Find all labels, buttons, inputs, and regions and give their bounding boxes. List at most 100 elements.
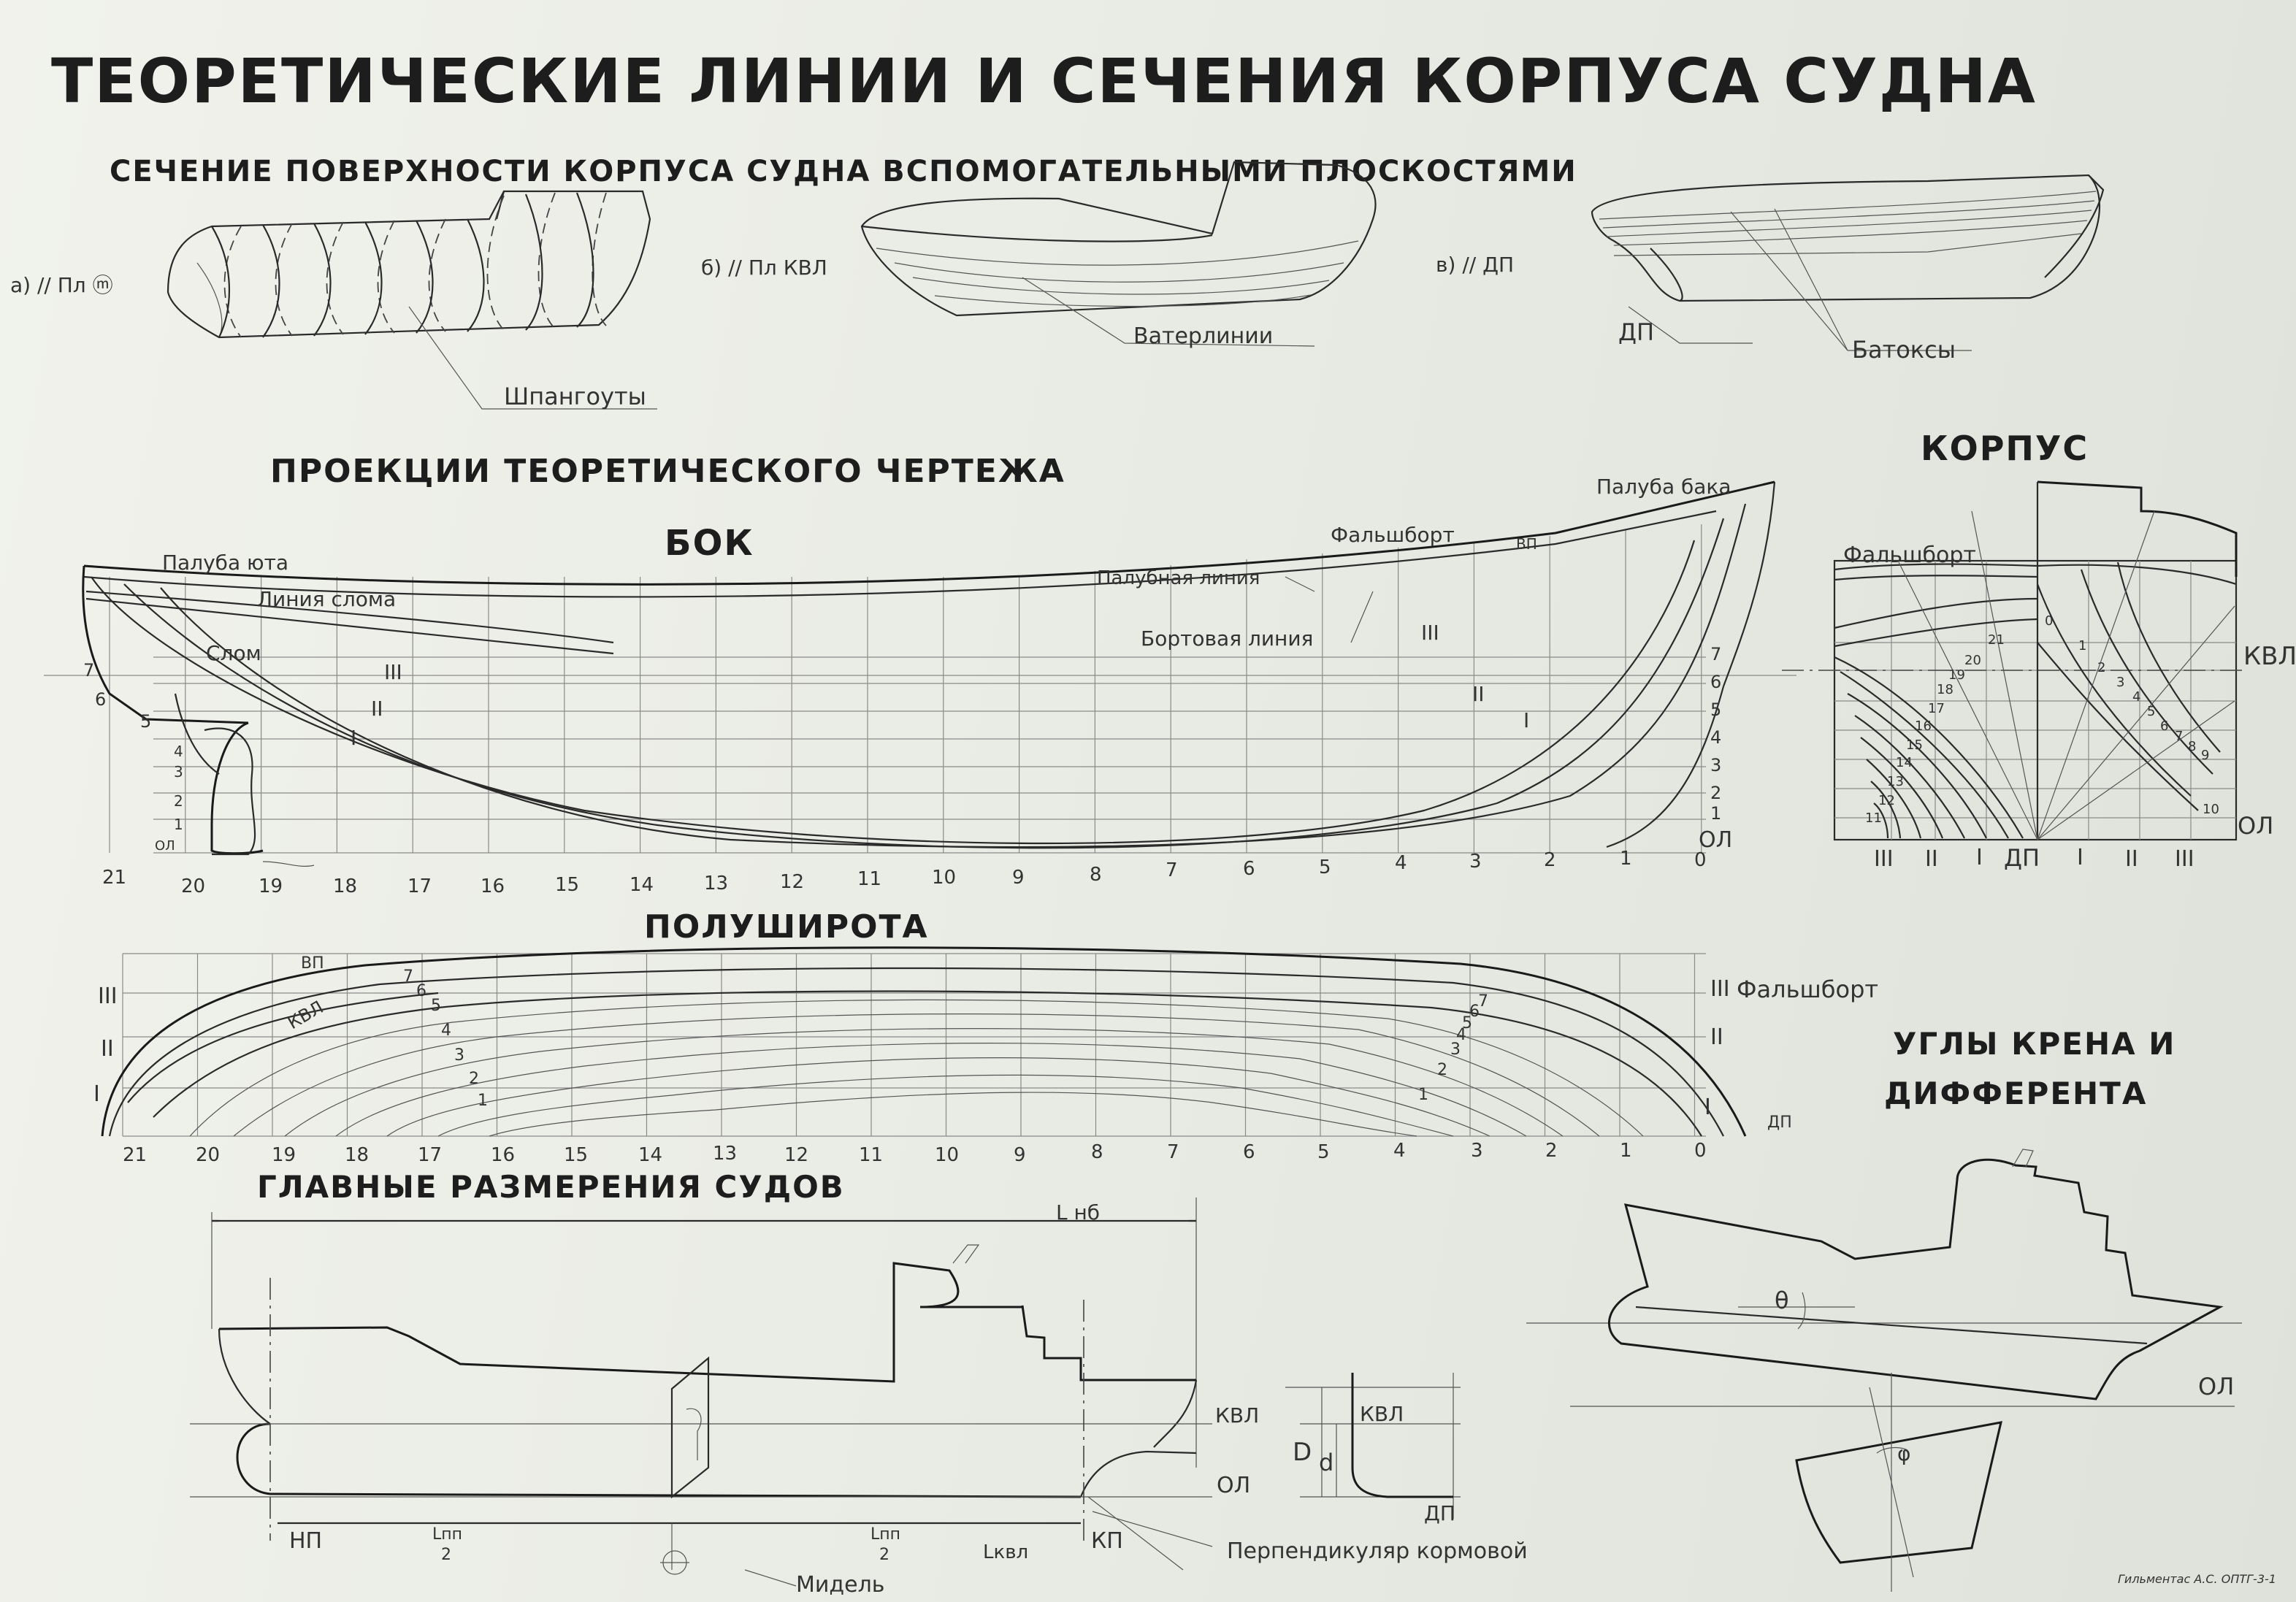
half-station-5: 5 <box>1317 1141 1330 1163</box>
kvl-label-half: КВЛ <box>284 997 327 1033</box>
half-wl-fwd-4: 4 <box>1456 1026 1466 1044</box>
half-b1-left: I <box>93 1081 100 1107</box>
side-station-1: 1 <box>1620 848 1632 870</box>
view-b-label: б) // Пл КВЛ <box>701 256 827 280</box>
side-station-6: 6 <box>1243 858 1255 880</box>
side-waterline-numbers-right: 7 6 5 4 3 2 1 <box>1710 644 1721 824</box>
side-station-18: 18 <box>333 875 357 897</box>
side-wl-left-7: 7 <box>83 660 94 681</box>
half-b2-left: II <box>101 1036 114 1062</box>
side-station-14: 14 <box>630 874 654 896</box>
side-waterline-numbers-left: 7 6 5 4 3 2 1 ОЛ <box>83 660 183 854</box>
side-station-13: 13 <box>704 873 728 894</box>
side-station-17: 17 <box>407 875 432 897</box>
half-b1-right: I <box>1704 1095 1711 1120</box>
half-station-3: 3 <box>1471 1140 1483 1162</box>
half-wl-aft-4: 4 <box>441 1022 451 1040</box>
side-station-5: 5 <box>1319 856 1331 878</box>
view-a-label: а) // Пл ⓜ <box>10 273 113 297</box>
l-kvl-label: Lквл <box>983 1541 1028 1563</box>
kvl-label-body: КВЛ <box>2243 642 2296 671</box>
half-station-10: 10 <box>935 1144 959 1166</box>
side-station-20: 20 <box>181 875 205 897</box>
body-bottom-II-right: II <box>2125 846 2138 872</box>
body-aft-20: 20 <box>1964 653 1981 668</box>
body-aft-18: 18 <box>1937 682 1953 697</box>
half-wl-fwd-3: 3 <box>1450 1040 1461 1059</box>
half-station-15: 15 <box>564 1144 588 1166</box>
l-pp-half-fwd: Lпп <box>870 1525 900 1544</box>
body-fwd-8: 8 <box>2188 739 2196 754</box>
side-wl-right-6: 6 <box>1710 672 1721 692</box>
dp-label: ДП <box>1618 318 1654 346</box>
aft-perpendicular-label: Перпендикуляр кормовой <box>1227 1538 1528 1564</box>
theta-label: θ <box>1775 1287 1789 1314</box>
side-wl-left-3: 3 <box>174 763 183 781</box>
waterlines-label: Ватерлинии <box>1133 323 1273 349</box>
half-wl-fwd-5: 5 <box>1462 1014 1472 1032</box>
side-station-15: 15 <box>555 874 579 896</box>
poop-deck-label: Палуба юта <box>162 551 288 575</box>
dp-label-detail: ДП <box>1424 1501 1455 1525</box>
side-wl-left-2: 2 <box>174 792 183 810</box>
body-bottom-III-right: III <box>2175 846 2194 872</box>
half-wl-aft-6: 6 <box>416 982 426 1000</box>
side-station-11: 11 <box>857 868 881 890</box>
side-station-4: 4 <box>1395 852 1407 874</box>
half-b2-right: II <box>1710 1024 1723 1050</box>
body-aft-17: 17 <box>1928 701 1945 716</box>
side-wl-right-1: 1 <box>1710 803 1721 824</box>
body-bottom-I-right: I <box>2077 845 2083 870</box>
side-wl-right-5: 5 <box>1710 700 1721 720</box>
l-nb-label: L нб <box>1056 1200 1100 1225</box>
body-fwd-4: 4 <box>2132 689 2140 705</box>
side-station-0: 0 <box>1694 849 1707 871</box>
half-wl-fwd-6: 6 <box>1469 1003 1480 1021</box>
heel-trim-title-2: ДИФФЕРЕНТА <box>1884 1076 2147 1111</box>
kvl-label-detail: КВЛ <box>1360 1402 1404 1426</box>
half-station-4: 4 <box>1393 1140 1406 1162</box>
half-station-7: 7 <box>1167 1141 1179 1163</box>
ol-label-body: ОЛ <box>2238 812 2273 840</box>
buttock-2-side: II <box>371 697 383 721</box>
side-station-9: 9 <box>1012 867 1025 889</box>
midship-label: Мидель <box>796 1572 884 1598</box>
body-aft-13: 13 <box>1887 774 1904 789</box>
vp-label-side: ВП <box>1516 535 1537 553</box>
main-dimensions-title: ГЛАВНЫЕ РАЗМЕРЕНИЯ СУДОВ <box>257 1169 845 1205</box>
body-fwd-9: 9 <box>2201 748 2209 763</box>
depth-label: D <box>1293 1438 1312 1467</box>
body-aft-16: 16 <box>1915 718 1932 734</box>
heel-trim-title-1: УГЛЫ КРЕНА И <box>1893 1026 2176 1062</box>
body-aft-19: 19 <box>1948 667 1965 683</box>
side-wl-right-4: 4 <box>1710 727 1721 748</box>
half-station-14: 14 <box>638 1144 662 1166</box>
body-aft-11: 11 <box>1865 810 1882 826</box>
body-aft-21: 21 <box>1988 632 2005 648</box>
side-station-12: 12 <box>780 871 804 893</box>
body-bottom-dp: ДП <box>2004 844 2040 872</box>
half-station-12: 12 <box>784 1144 808 1166</box>
half-wl-fwd-1: 1 <box>1418 1086 1428 1104</box>
half-b3-left: III <box>98 984 118 1009</box>
half-station-6: 6 <box>1243 1141 1255 1163</box>
side-station-7: 7 <box>1166 859 1178 881</box>
half-station-1: 1 <box>1620 1140 1632 1162</box>
body-fwd-6: 6 <box>2160 718 2168 734</box>
half-station-8: 8 <box>1091 1141 1103 1163</box>
half-breadth-plan: ВП КВЛ Фальшборт ДП III II I III II I <box>93 946 1878 1137</box>
body-fwd-7: 7 <box>2175 729 2183 744</box>
half-wl-aft-3: 3 <box>454 1046 464 1065</box>
vp-label-half: ВП <box>301 954 324 973</box>
body-fwd-0: 0 <box>2045 613 2053 629</box>
side-station-10: 10 <box>932 867 956 889</box>
section-title: СЕЧЕНИЕ ПОВЕРХНОСТИ КОРПУСА СУДНА ВСПОМО… <box>110 155 1577 188</box>
half-station-2: 2 <box>1545 1140 1558 1162</box>
half-station-numbers: 21 20 19 18 17 16 15 14 13 12 11 10 9 8 … <box>123 1140 1707 1166</box>
dp-label-half: ДП <box>1767 1114 1792 1132</box>
half-breadth-title: ПОЛУШИРОТА <box>644 908 929 946</box>
buttocks-label: Батоксы <box>1852 336 1956 364</box>
body-plan-title: КОРПУС <box>1921 429 2089 468</box>
half-wl-aft-2: 2 <box>469 1070 479 1088</box>
